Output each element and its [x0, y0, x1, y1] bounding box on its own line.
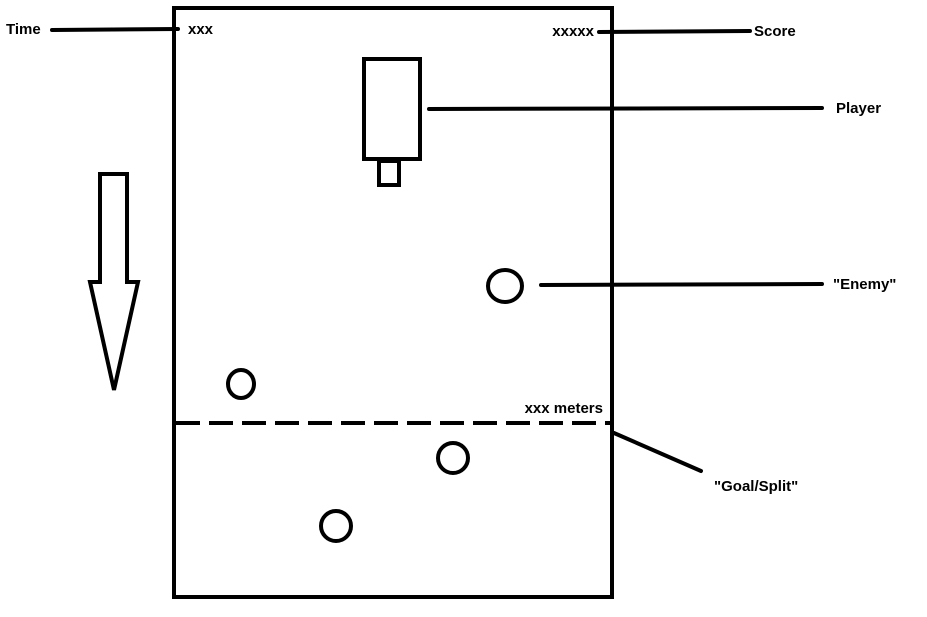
time-leader-line: [50, 27, 180, 32]
time-value: xxx: [188, 21, 214, 38]
enemy-annotation: "Enemy": [833, 276, 896, 293]
player-sprite: [362, 57, 422, 187]
enemy-circle: [486, 268, 524, 304]
enemy-circle: [436, 441, 470, 475]
down-arrow-icon: [87, 172, 141, 391]
enemy-leader-line: [539, 282, 824, 287]
player-leader-line: [427, 106, 824, 111]
enemy-circle: [319, 509, 353, 543]
enemy-circle: [226, 368, 256, 400]
player-annotation: Player: [836, 100, 881, 117]
score-leader-line: [597, 29, 752, 34]
score-value: xxxxx: [552, 23, 594, 40]
play-field-frame: [172, 6, 614, 599]
time-label: Time: [6, 21, 41, 38]
goal-leader-line: [612, 431, 703, 473]
distance-readout: xxx meters: [525, 400, 603, 417]
goal-annotation: "Goal/Split": [714, 478, 798, 495]
score-label: Score: [754, 23, 796, 40]
